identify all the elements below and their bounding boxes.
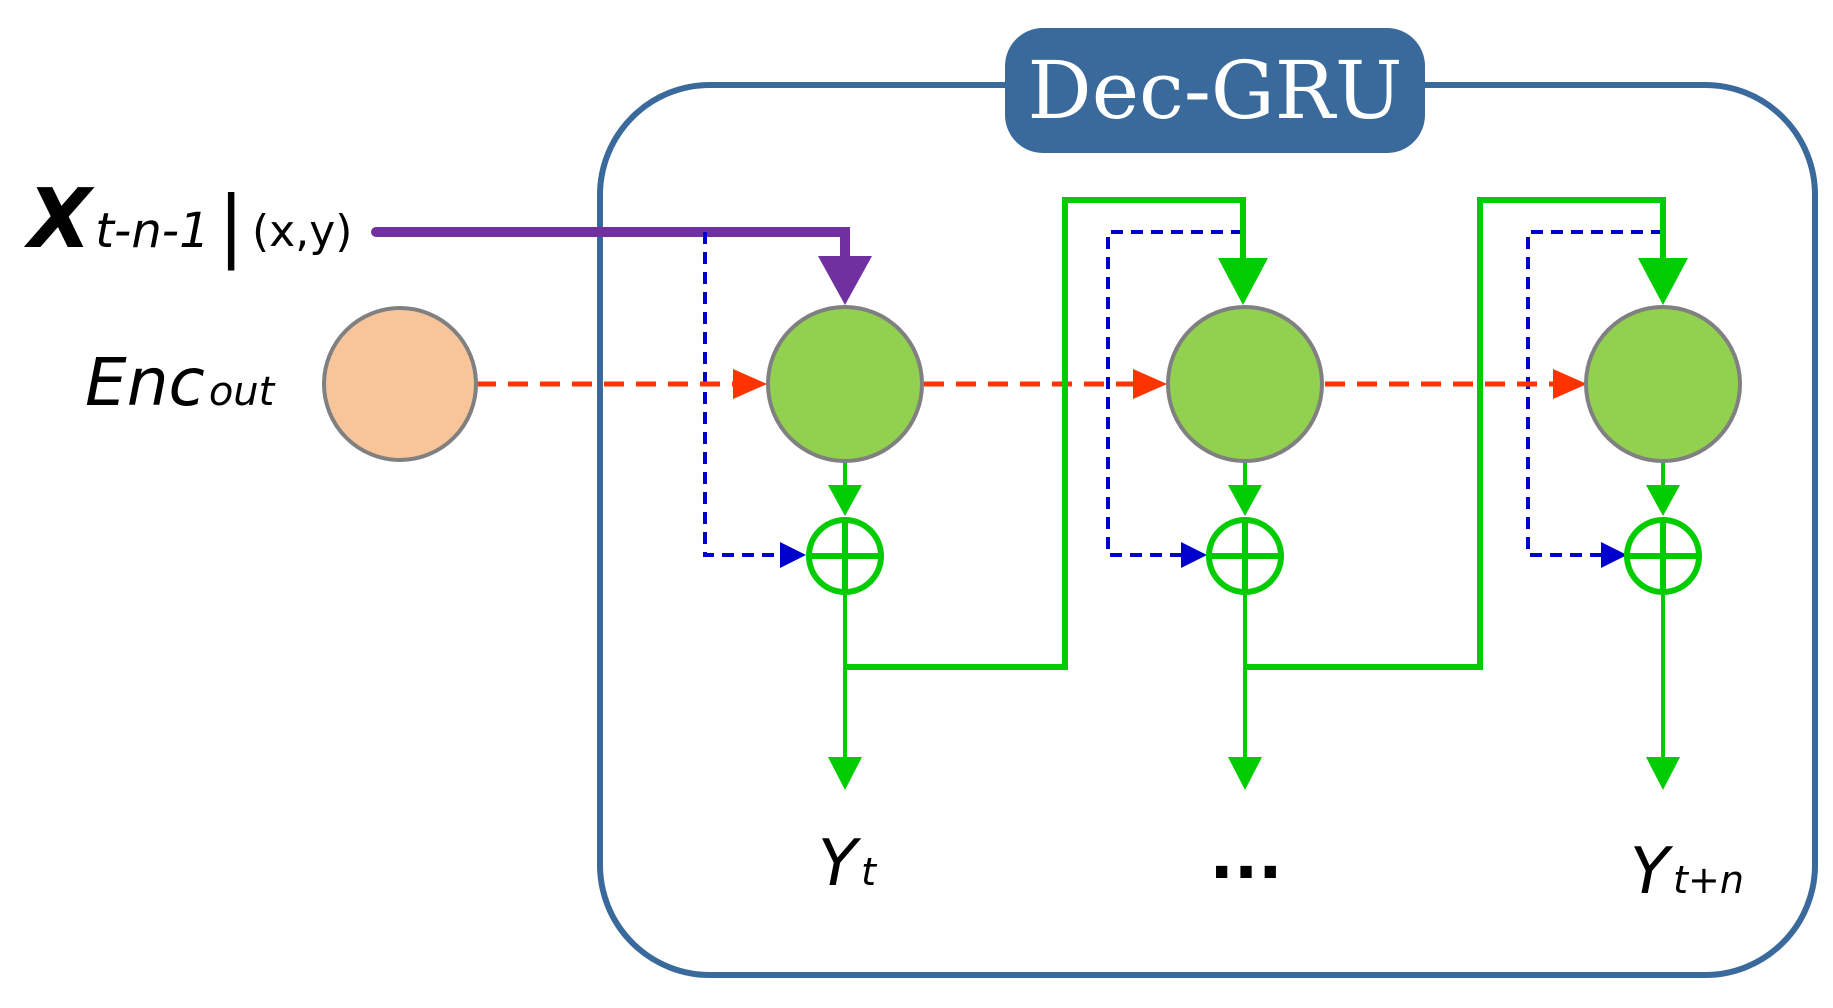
- output-label-1: Y t: [818, 827, 878, 901]
- skip-connections: [703, 230, 1663, 557]
- title-badge-bg: [1005, 28, 1425, 153]
- input-label: X t-n-1: [23, 172, 210, 267]
- gru-cell-1: [766, 305, 924, 463]
- input-coords: (x,y): [252, 206, 352, 257]
- sum-node-3: [1624, 517, 1702, 595]
- encoder-label: Enc out: [85, 344, 276, 421]
- cell-to-sum-head-1: [828, 485, 862, 516]
- gru-cell-3: [1584, 305, 1742, 463]
- hidden-arrow-head-1: [733, 369, 767, 399]
- cell-to-sum-head-2: [1228, 485, 1262, 516]
- cell-to-sum-head-3: [1646, 485, 1680, 516]
- skip-arrow-head-1: [780, 542, 806, 568]
- skip-line-2: [1106, 230, 1243, 557]
- input-main: X: [23, 172, 95, 267]
- input-arrow-line: [371, 227, 850, 267]
- feedback-arrow-head-2: [1638, 258, 1688, 305]
- input-arrow-head: [818, 256, 872, 305]
- skip-line-3: [1526, 230, 1663, 557]
- output-label-3: Y t+n: [1630, 835, 1744, 909]
- output-label-2: ...: [1210, 820, 1283, 894]
- title-text: Dec-GRU: [1028, 44, 1403, 137]
- output-1-main: Y: [818, 827, 862, 901]
- output-paths: [843, 462, 1665, 760]
- skip-arrow-head-3: [1601, 542, 1627, 568]
- gru-cell-2: [1166, 305, 1324, 463]
- output-arrow-head-1: [828, 757, 862, 790]
- hidden-arrow-head-2: [1133, 369, 1167, 399]
- feedback-line-1: [845, 197, 1246, 670]
- input-sub: t-n-1: [95, 203, 209, 259]
- output-3-main: Y: [1630, 835, 1674, 909]
- input-bar: |: [218, 181, 244, 271]
- output-1-sub: t: [861, 850, 878, 894]
- feedback-arrow-head-1: [1218, 258, 1268, 305]
- feedback-paths: [845, 197, 1666, 670]
- encoder-main: Enc: [85, 344, 205, 421]
- output-3-sub: t+n: [1673, 858, 1744, 902]
- sum-node-2: [1206, 517, 1284, 595]
- sum-node-1: [806, 517, 884, 595]
- output-arrow-head-2: [1228, 757, 1262, 790]
- skip-arrow-head-2: [1181, 542, 1207, 568]
- hidden-arrow-head-3: [1553, 369, 1587, 399]
- feedback-line-2: [1245, 197, 1666, 670]
- skip-line-1: [703, 232, 782, 557]
- title-badge: Dec-GRU: [1005, 28, 1425, 153]
- encoder-node: [322, 306, 478, 462]
- encoder-sub: out: [209, 369, 276, 415]
- output-arrow-head-3: [1646, 757, 1680, 790]
